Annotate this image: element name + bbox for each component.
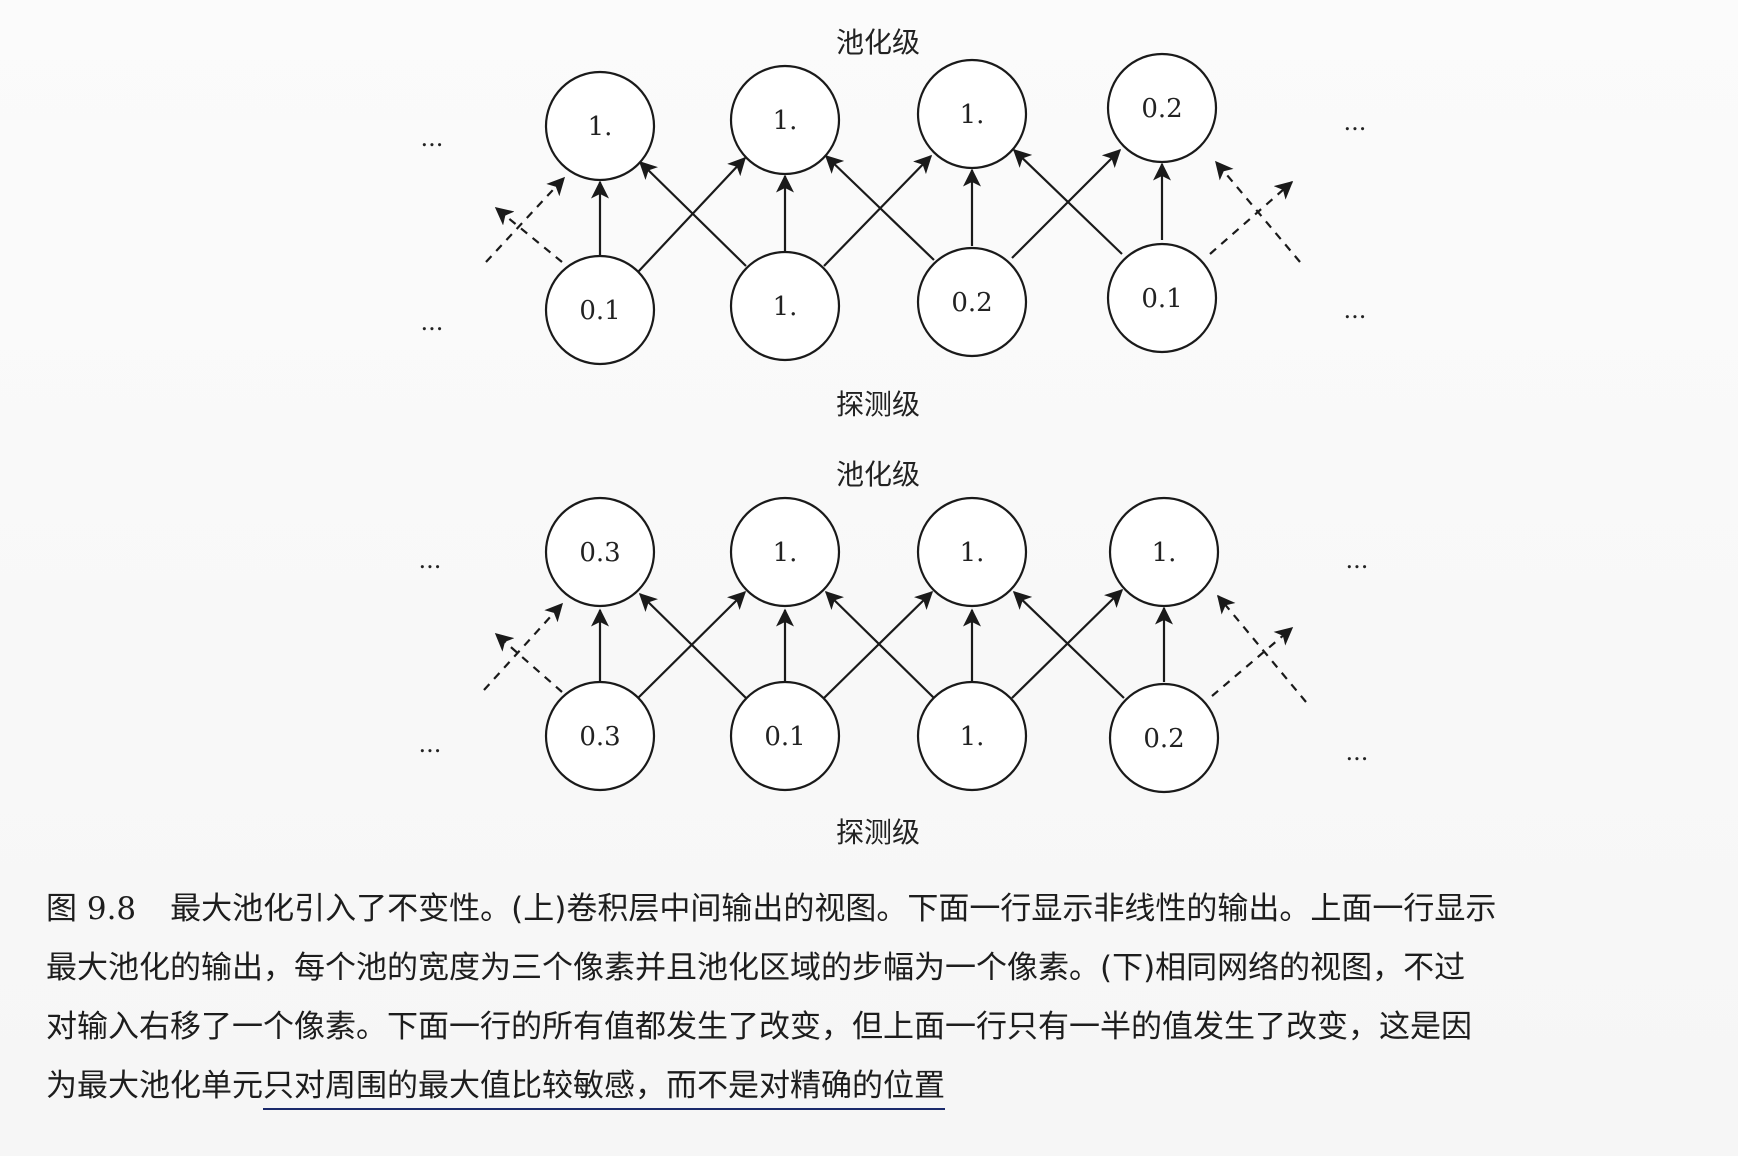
top-pooling-ellipsis-left: ... — [421, 124, 444, 152]
top-edge-d2-p3 — [823, 154, 933, 267]
top-detector-node-3: 0.2 — [916, 246, 1028, 358]
top-pooling-node-1: 1. — [544, 70, 656, 182]
top-detector-node-1-value: 0.1 — [579, 296, 620, 326]
top-edge-d3-p2 — [824, 154, 935, 261]
top-detector-node-4: 0.1 — [1106, 242, 1218, 354]
caption-line-1: 图 9.8 最大池化引入了不变性。(上)卷积层中间输出的视图。下面一行显示非线性的… — [46, 880, 1696, 939]
top-detector-node-1: 0.1 — [544, 254, 656, 366]
top-pooling-node-2-value: 1. — [773, 106, 798, 136]
bottom-pooling-stage-label: 池化级 — [836, 458, 920, 491]
top-detector-node-2: 1. — [729, 250, 841, 362]
bottom-pooling-node-2: 1. — [729, 496, 841, 608]
caption-line-3: 对输入右移了一个像素。下面一行的所有值都发生了改变，但上面一行只有一半的值发生了… — [46, 1009, 1472, 1045]
top-detector-ellipsis-right: ... — [1344, 296, 1367, 324]
bottom-pooling-node-1: 0.3 — [544, 496, 656, 608]
top-edge-d2-p1 — [638, 160, 747, 267]
bottom-panel: 池化级 探测级 ... ... ... ... — [419, 458, 1369, 849]
bottom-detector-node-3-value: 1. — [960, 722, 985, 752]
top-detector-stage-label: 探测级 — [836, 388, 920, 421]
top-pooling-node-3-value: 1. — [960, 100, 985, 130]
top-pooling-node-4-value: 0.2 — [1141, 94, 1182, 124]
bottom-edge-dashed-right-out — [1211, 627, 1294, 697]
caption-line-4-text: 为最大池化单元 — [46, 1068, 263, 1104]
top-edges — [485, 148, 1301, 273]
top-detector-node-3-value: 0.2 — [951, 288, 992, 318]
bottom-detector-node-4-value: 0.2 — [1143, 724, 1184, 754]
top-edge-d1-p2 — [637, 156, 747, 273]
top-pooling-node-2: 1. — [729, 64, 841, 176]
max-pooling-figure: 池化级 探测级 ... ... ... ... — [419, 26, 1369, 849]
bottom-pooling-node-3-value: 1. — [960, 538, 985, 568]
bottom-edge-dashed-right-in — [1217, 594, 1307, 703]
bottom-edge-d2-p3 — [823, 590, 934, 699]
bottom-edge-dashed-left-in — [483, 602, 564, 691]
top-pooling-node-1-value: 1. — [588, 112, 613, 142]
bottom-edge-d4-p3 — [1012, 590, 1125, 699]
bottom-pooling-node-3: 1. — [916, 496, 1028, 608]
bottom-detector-stage-label: 探测级 — [836, 816, 920, 849]
top-pooling-node-3: 1. — [916, 58, 1028, 170]
figure-caption: 图 9.8 最大池化引入了不变性。(上)卷积层中间输出的视图。下面一行显示非线性的… — [46, 880, 1696, 1116]
top-edge-dashed-right-out — [1209, 181, 1294, 255]
bottom-edge-d2-p1 — [638, 592, 747, 699]
top-edge-d3-p4 — [1011, 148, 1122, 259]
top-detector-ellipsis-left: ... — [421, 308, 444, 336]
bottom-pooling-node-4: 1. — [1108, 496, 1220, 608]
bottom-edge-d3-p2 — [824, 590, 935, 699]
top-pooling-stage-label: 池化级 — [836, 26, 920, 59]
top-edge-dashed-left-in — [485, 176, 566, 263]
bottom-detector-node-3: 1. — [916, 680, 1028, 792]
top-detector-node-4-value: 0.1 — [1141, 284, 1182, 314]
top-pooling-node-4: 0.2 — [1106, 52, 1218, 164]
caption-line-4: 为最大池化单元只对周围的最大值比较敏感，而不是对精确的位置 — [46, 1057, 1696, 1116]
bottom-pooling-ellipsis-right: ... — [1346, 546, 1369, 574]
bottom-detector-node-1: 0.3 — [544, 680, 656, 792]
top-edge-dashed-right-in — [1215, 160, 1301, 263]
bottom-edge-dashed-left-out — [494, 633, 563, 693]
caption-line-1-text: 最大池化引入了不变性。(上)卷积层中间输出的视图。下面一行显示非线性的输出。上面… — [170, 891, 1497, 927]
bottom-pooling-node-1-value: 0.3 — [579, 538, 620, 568]
bottom-detector-node-2-value: 0.1 — [764, 722, 805, 752]
caption-underlined-phrase: 只对周围的最大值比较敏感，而不是对精确的位置 — [263, 1068, 945, 1110]
bottom-detector-ellipsis-left: ... — [419, 730, 442, 758]
figure-number: 图 9.8 — [46, 891, 137, 927]
top-detector-node-2-value: 1. — [773, 292, 798, 322]
bottom-pooling-node-2-value: 1. — [773, 538, 798, 568]
top-edge-d4-p3 — [1012, 148, 1123, 255]
bottom-pooling-node-4-value: 1. — [1152, 538, 1177, 568]
bottom-detector-node-4: 0.2 — [1108, 682, 1220, 794]
bottom-detector-node-1-value: 0.3 — [579, 722, 620, 752]
top-pooling-ellipsis-right: ... — [1344, 108, 1367, 136]
bottom-pooling-ellipsis-left: ... — [419, 546, 442, 574]
top-panel: 池化级 探测级 ... ... ... ... — [421, 26, 1367, 421]
caption-line-2: 最大池化的输出，每个池的宽度为三个像素并且池化区域的步幅为一个像素。(下)相同网… — [46, 950, 1466, 986]
bottom-detector-ellipsis-right: ... — [1346, 738, 1369, 766]
bottom-edges — [483, 588, 1307, 703]
bottom-detector-node-2: 0.1 — [729, 680, 841, 792]
